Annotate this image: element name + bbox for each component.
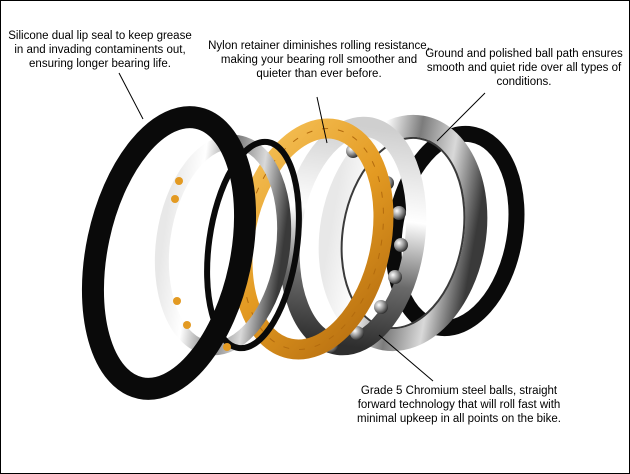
- ball-path-callout: Ground and polished ball path ensures sm…: [425, 48, 623, 88]
- leader-lines: [118, 72, 486, 382]
- balls-leader-line: [378, 334, 434, 382]
- front-seal-ring: [81, 106, 257, 400]
- balls-callout: Grade 5 Chromium steel balls, straight f…: [357, 385, 561, 425]
- ball-path-leader-line: [436, 92, 486, 142]
- retainer-leader-line: [316, 96, 328, 144]
- seal-leader-line: [118, 72, 144, 120]
- seal-callout: Silicone dual lip seal to keep grease in…: [8, 30, 192, 70]
- retainer-callout: Nylon retainer diminishes rolling resist…: [208, 40, 430, 80]
